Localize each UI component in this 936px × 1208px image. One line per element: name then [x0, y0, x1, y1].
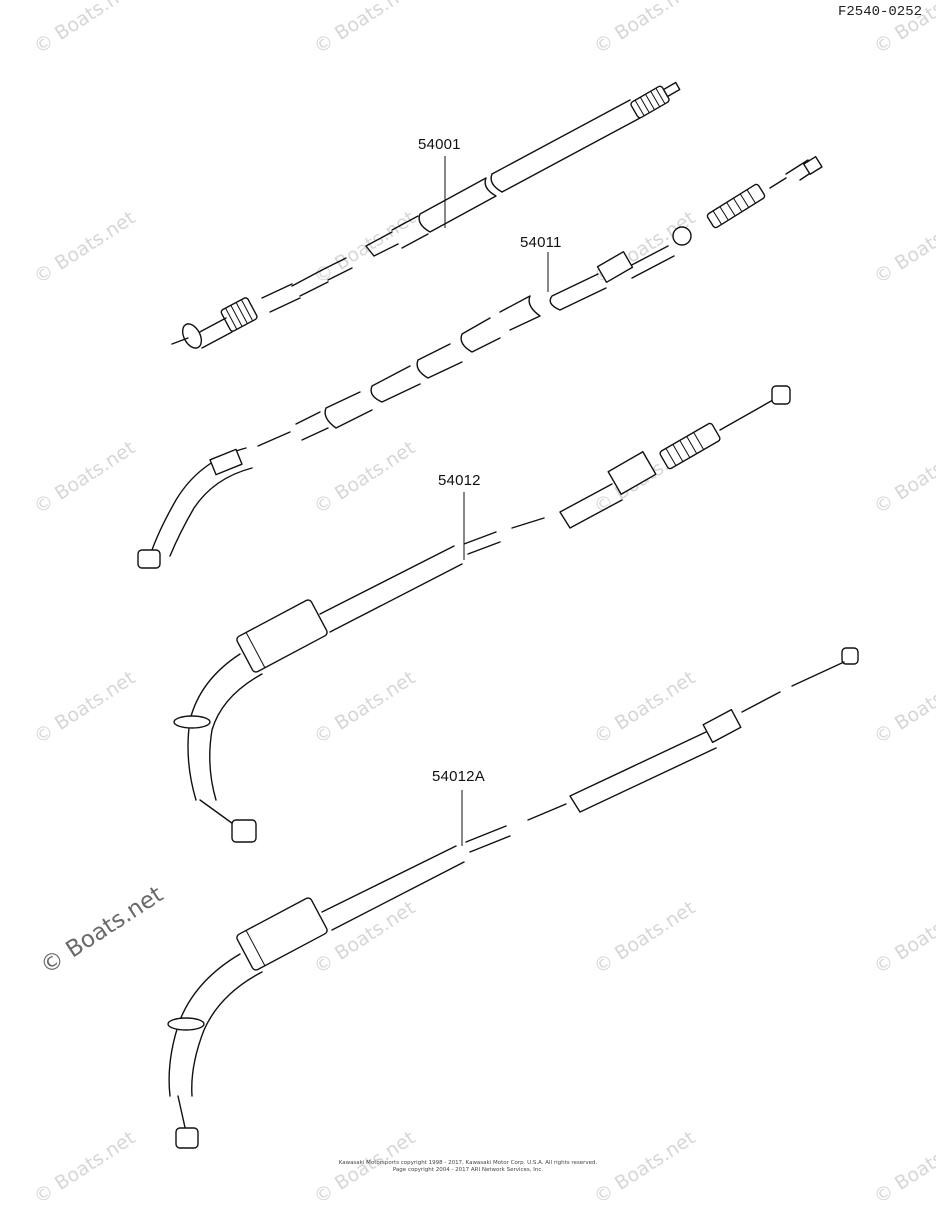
- cable-54012: [173, 385, 791, 843]
- leader-lines: [444, 156, 549, 846]
- cable-54011-adjuster: [706, 183, 766, 229]
- cable-54001-upper-fitting: [630, 81, 681, 119]
- diagram-code: F2540-0252: [837, 4, 922, 20]
- cable-54011: [137, 155, 823, 569]
- callout-54001[interactable]: 54001: [418, 136, 461, 153]
- callout-54012[interactable]: 54012: [438, 472, 481, 489]
- cable-54001: [171, 81, 681, 349]
- cable-54012-adjuster: [659, 422, 721, 470]
- callout-54012a[interactable]: 54012A: [432, 768, 485, 785]
- cable-54012-sleeve: [236, 599, 328, 673]
- cable-54001-lower-fitting: [220, 297, 258, 332]
- copyright-line-1: Kawasaki Motorsports copyright 1998 - 20…: [338, 1160, 598, 1166]
- copyright-line-2: Page copyright 2004 - 2017 ARI Network S…: [392, 1167, 544, 1173]
- cable-54012a: [167, 647, 859, 1149]
- callout-54011[interactable]: 54011: [520, 234, 562, 251]
- cable-54012a-sleeve: [236, 897, 328, 971]
